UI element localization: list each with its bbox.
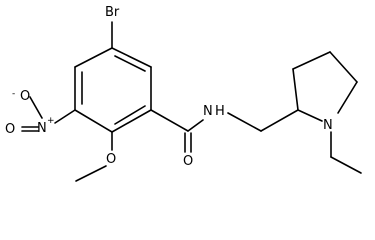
- amide-h-label: H: [215, 104, 225, 119]
- chemical-structure: Br N + O O - O O N H N: [5, 5, 362, 182]
- nitro-single-bond: [29, 96, 43, 119]
- ring-bond-3: [111, 109, 152, 133]
- bromine-label: Br: [105, 5, 120, 20]
- carbonyl-n-bond: [187, 119, 204, 132]
- n-ch2-bond: [227, 112, 262, 132]
- nitro-minus-charge: -: [12, 89, 15, 99]
- ethyl-bond: [330, 156, 362, 174]
- nitro-o-label: O: [5, 122, 15, 137]
- pyr-bond-5: [297, 109, 323, 122]
- ring-n-label: N: [323, 118, 333, 133]
- nitro-n-label: N: [37, 121, 47, 136]
- pyr-bond-4: [337, 81, 358, 114]
- nitro-o-minus-label: O: [20, 89, 30, 104]
- pyrrolidine-ring: [292, 51, 358, 122]
- ring-bond-6: [74, 47, 113, 68]
- methoxy-o-label: O: [106, 152, 116, 167]
- amide-n-label: N: [203, 104, 213, 119]
- carbonyl-o-label: O: [183, 154, 193, 169]
- ch2-ring-bond: [260, 109, 299, 132]
- ring-carbonyl-bond: [150, 109, 189, 132]
- ring-bond-4: [74, 109, 113, 133]
- pyr-bond-2: [292, 51, 331, 70]
- benzene-ring: [74, 47, 152, 133]
- pyr-bond-1: [292, 68, 299, 111]
- ring-double-bond-1: [114, 55, 146, 72]
- ring-double-bond-2: [114, 105, 146, 125]
- pyr-bond-3: [329, 51, 358, 83]
- o-methyl-bond: [75, 165, 107, 182]
- nitro-plus-charge: +: [47, 116, 55, 126]
- ring-bond-1: [111, 47, 152, 68]
- c-nitro-bond: [54, 109, 76, 124]
